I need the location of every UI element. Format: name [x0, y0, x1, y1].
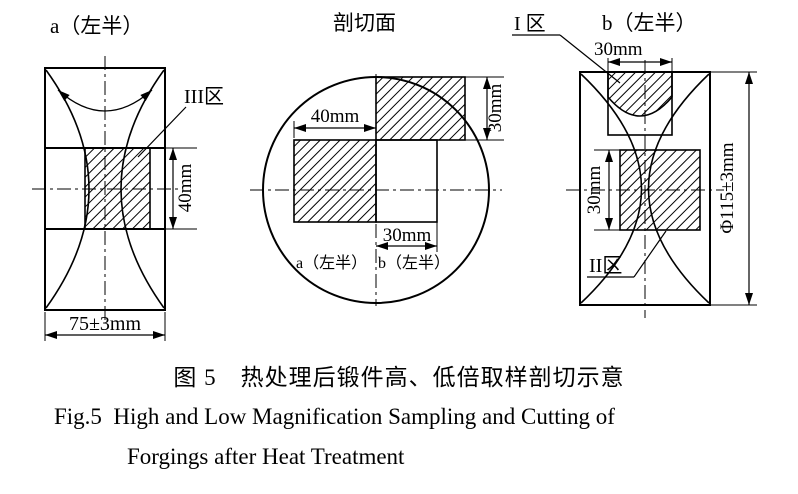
- caption-english-line1: Fig.5 High and Low Magnification Samplin…: [54, 404, 615, 429]
- section-dim30top-text: 30mm: [485, 84, 506, 133]
- section-top-hatched-sample: [375, 76, 466, 141]
- diagram-b-dim30top-text: 30mm: [594, 39, 643, 60]
- diagram-a-dim40-text: 40mm: [175, 164, 196, 213]
- caption-chinese: 图 5 热处理后锻件高、低倍取样剖切示意: [173, 365, 625, 390]
- figure-drawing: a（左半） III区 40mm 75±3mm 剖切面: [32, 11, 757, 341]
- diagram-b-zone2-hatched-sample: [619, 149, 701, 231]
- diagram-a-title: a（左半）: [50, 14, 143, 38]
- diagram-a-dim75-text: 75±3mm: [69, 313, 142, 335]
- diagram-b-zone1-hatched-cap: [607, 71, 673, 117]
- section-right-sample-b-outline: [375, 139, 438, 223]
- diagram-b-zone2-leader-line: [633, 230, 667, 278]
- diagram-b-title: b（左半）: [602, 11, 697, 35]
- diagram-b-zone2-label: II区: [589, 255, 622, 277]
- caption-english-line2: Forgings after Heat Treatment: [127, 444, 405, 469]
- diagram-b-dim30mid-text: 30mm: [584, 166, 605, 215]
- diagram-b-diameter-text: Φ115±3mm: [717, 142, 738, 233]
- diagram-a: a（左半） III区 40mm 75±3mm: [32, 14, 224, 341]
- section-dim30b-text: 30mm: [383, 225, 432, 246]
- section-label-a: a（左半）: [296, 254, 367, 272]
- diagram-b-zone1-label: I 区: [514, 13, 546, 35]
- diagram-section: 剖切面 40mm 30mm 30mm a（左半） b（左半）: [250, 11, 506, 306]
- diagram-a-zone3-hatched-sample: [84, 147, 151, 230]
- section-left-hatched-sample-a: [293, 139, 377, 223]
- section-label-b: b（左半）: [378, 254, 450, 272]
- diagram-a-curved-double-arrow: [57, 89, 153, 112]
- diagram-a-zone3-label: III区: [184, 86, 224, 108]
- diagram-a-zone3-leader-line: [137, 106, 187, 158]
- section-dim40-text: 40mm: [311, 106, 360, 127]
- section-title: 剖切面: [333, 11, 396, 35]
- diagram-b: I 区 b（左半） 30mm 30mm II区: [512, 11, 757, 318]
